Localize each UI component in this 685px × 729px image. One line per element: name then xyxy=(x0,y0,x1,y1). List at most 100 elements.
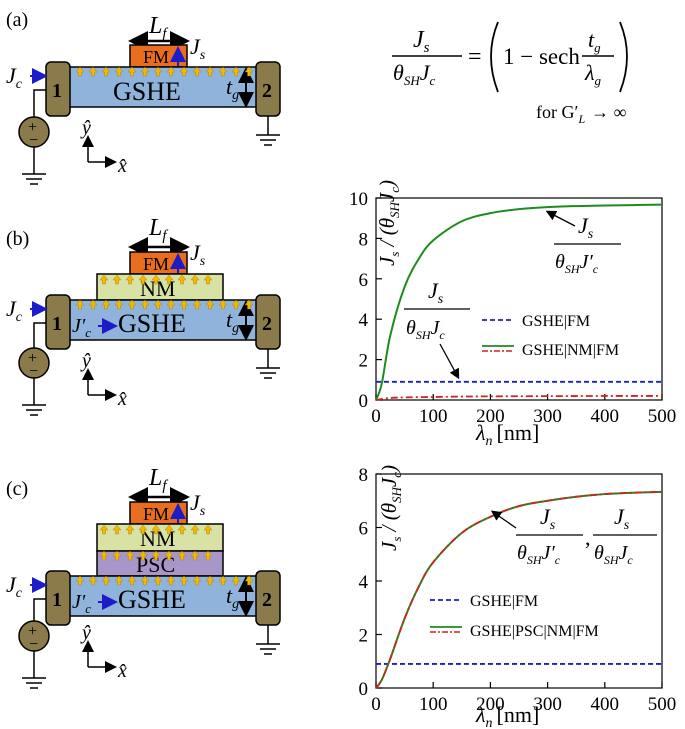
spin-arrow-icon xyxy=(127,299,137,310)
eq-equals: = xyxy=(468,44,482,70)
spin-arrow-icon xyxy=(101,575,111,586)
spin-arrow-icon xyxy=(114,66,124,77)
chart-b-series xyxy=(375,203,663,401)
spin-arrow-icon xyxy=(140,299,150,310)
x-tick-label: 0 xyxy=(371,406,381,427)
y-tick-label: 4 xyxy=(359,572,369,593)
svg-text:θSHJ′c: θSHJ′c xyxy=(555,251,599,276)
panel-a: (a) Lf FM Js GSHE 1 2 tg Jc + − xyxy=(6,9,281,185)
spin-arrows xyxy=(75,66,254,586)
lf-label-a: Lf xyxy=(148,13,168,42)
tg-label-b: tg xyxy=(226,307,239,336)
y-tick-label: 4 xyxy=(359,310,369,331)
series-line-solid xyxy=(375,203,663,401)
gshe-layer-a xyxy=(63,66,261,108)
x-tick-label: 100 xyxy=(419,694,448,715)
y-tick-label: 10 xyxy=(349,189,368,210)
lf-label-b: Lf xyxy=(148,215,168,244)
chart-c-legend: GSHE|FM GSHE|PSC|NM|FM xyxy=(430,593,599,640)
y-axis-label-a: ŷ xyxy=(80,117,91,139)
spin-arrow-icon xyxy=(127,66,137,77)
spin-arrow-icon xyxy=(244,66,254,77)
spin-arrow-icon xyxy=(151,274,161,285)
spin-arrow-icon xyxy=(231,66,241,77)
ground-symbol-right-b xyxy=(256,367,280,379)
spin-arrow-icon xyxy=(153,575,163,586)
x-tick-label: 300 xyxy=(533,694,562,715)
jc-label-b: Jc xyxy=(6,296,23,325)
spin-arrow-icon xyxy=(166,299,176,310)
spin-arrow-icon xyxy=(203,550,213,561)
gshe-label-a: GSHE xyxy=(113,77,181,106)
spin-arrow-icon xyxy=(192,299,202,310)
contact-1-label-b: 1 xyxy=(52,313,62,335)
spin-arrow-icon xyxy=(244,575,254,586)
spin-arrow-icon xyxy=(153,66,163,77)
spin-arrow-icon xyxy=(140,575,150,586)
lf-label-c: Lf xyxy=(148,465,168,494)
x-tick-label: 100 xyxy=(419,406,448,427)
jc-label-a: Jc xyxy=(6,63,23,92)
spin-arrow-icon xyxy=(112,274,122,285)
fm-label-b: FM xyxy=(143,254,169,274)
fm-label-a: FM xyxy=(143,47,169,67)
x-tick-label: 200 xyxy=(476,406,505,427)
js-label-b: Js xyxy=(190,240,206,269)
eq-one-minus-sech: 1 − sech xyxy=(503,44,580,69)
contact-1-label-c: 1 xyxy=(52,589,62,611)
tg-label-a: tg xyxy=(226,74,239,103)
spin-arrow-icon xyxy=(114,575,124,586)
jc-label-c: Jc xyxy=(6,572,23,601)
spin-arrow-icon xyxy=(75,66,85,77)
spin-arrow-icon xyxy=(205,299,215,310)
spin-arrow-icon xyxy=(88,299,98,310)
spin-arrow-icon xyxy=(231,299,241,310)
spin-arrow-icon xyxy=(177,524,187,535)
legend-b-gshe-fm-label: GSHE|FM xyxy=(522,313,590,330)
chart-b-frame xyxy=(375,197,663,401)
contact-2-label-c: 2 xyxy=(262,589,272,611)
wire-left-b xyxy=(33,322,46,349)
js-label-c: Js xyxy=(190,490,206,519)
svg-text:θSHJc: θSHJc xyxy=(594,542,633,567)
jc-prime-label-b: J′c xyxy=(72,315,91,340)
spin-arrow-icon xyxy=(75,299,85,310)
spin-arrow-icon xyxy=(205,575,215,586)
chart-c-series xyxy=(375,490,663,689)
y-tick-label: 8 xyxy=(359,229,369,250)
spin-arrow-icon xyxy=(192,66,202,77)
legend-b-gshe-nm-fm-label: GSHE|NM|FM xyxy=(522,342,619,359)
contact-1-b xyxy=(45,294,71,350)
tg-label-c: tg xyxy=(226,583,239,612)
spin-arrow-icon xyxy=(88,66,98,77)
ground-symbol-right-c xyxy=(256,643,280,655)
chart-b-legend: GSHE|FM GSHE|NM|FM xyxy=(482,313,619,359)
panel-label-a: (a) xyxy=(6,9,28,31)
spin-arrow-icon xyxy=(177,274,187,285)
chart-c-xlabel: λn[nm] xyxy=(475,702,539,729)
y-tick-label: 0 xyxy=(359,391,369,412)
y-tick-label: 8 xyxy=(359,465,369,486)
wire-left-c xyxy=(33,598,46,622)
spin-arrow-icon xyxy=(164,274,174,285)
ground-symbol-left-a xyxy=(22,173,46,185)
spin-arrow-icon xyxy=(166,575,176,586)
contact-2-label-b: 2 xyxy=(262,313,272,335)
panel-label-b: (b) xyxy=(6,228,29,250)
y-axis-label-c: ŷ xyxy=(80,622,91,644)
panel-c: (c) Lf FM Js NM PSC GSHE 1 2 tg J′c Jc +… xyxy=(6,465,281,689)
spin-arrow-icon xyxy=(127,575,137,586)
x-tick-label: 300 xyxy=(533,406,562,427)
y-tick-label: 6 xyxy=(359,270,369,291)
source-minus-a: − xyxy=(29,132,38,149)
y-tick-label: 2 xyxy=(359,351,369,372)
svg-text:θSHJ′c: θSHJ′c xyxy=(517,542,561,567)
x-tick-label: 0 xyxy=(371,694,381,715)
source-plus-a: + xyxy=(28,119,37,136)
ground-symbol-left-b xyxy=(22,404,46,416)
spin-arrow-icon xyxy=(179,299,189,310)
series-line-dashdot xyxy=(375,395,663,401)
